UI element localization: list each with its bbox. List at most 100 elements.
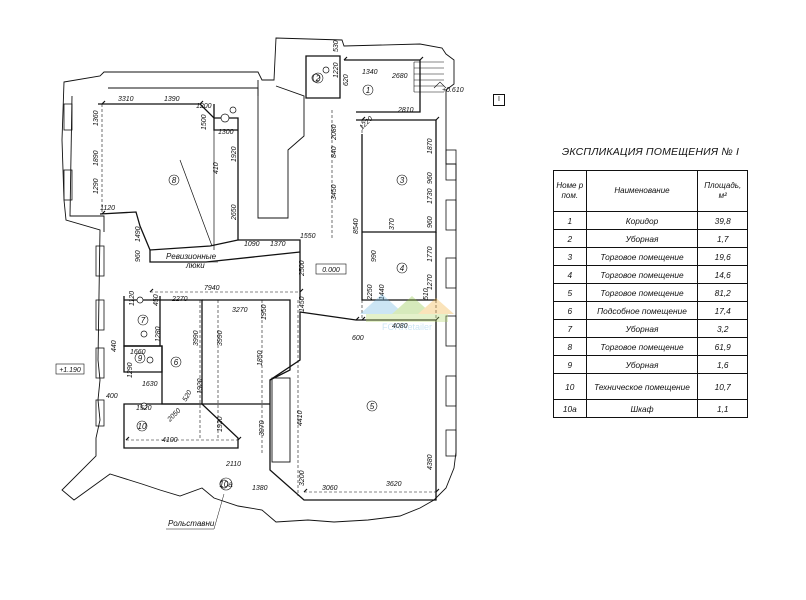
outer-walls [61, 37, 457, 523]
dim-label: 370 [389, 218, 396, 230]
cell-name: Торговое помещение [585, 337, 699, 356]
room-marker-9: 9 [134, 352, 146, 364]
cell-name: Техническое помещение [585, 373, 699, 400]
dim-label: 2650 [231, 204, 238, 221]
dim-label: 4410 [297, 410, 304, 426]
dim-label: 3990 [193, 330, 200, 346]
dim-label: 4380 [427, 454, 434, 470]
dim-label: 960 [135, 250, 142, 262]
dim-label: 1770 [427, 246, 434, 262]
cell-number: 4 [553, 265, 587, 284]
hatches-label: люки [185, 261, 205, 270]
dim-label: 450 [153, 294, 160, 306]
svg-text:0.000: 0.000 [322, 267, 340, 274]
dim-label: 1490 [135, 226, 142, 242]
left-windows [63, 103, 105, 427]
dim-label: 8540 [353, 218, 360, 234]
dim-label: 440 [111, 340, 118, 352]
cell-area: 61,9 [697, 337, 748, 356]
cell-name: Подсобное помещение [585, 301, 699, 320]
room-marker-8: 8 [168, 174, 180, 186]
dim-label: 7940 [204, 285, 220, 292]
dim-label: 1920 [231, 146, 238, 162]
cell-name: Коридор [585, 211, 699, 230]
cell-number: 10 [553, 373, 587, 400]
service-shaft [257, 80, 305, 463]
dim-label: 4080 [392, 323, 408, 330]
dim-label: 1370 [270, 241, 286, 248]
dim-label: 520 [182, 389, 194, 403]
dim-label: 840 [331, 146, 338, 158]
cell-number: 3 [553, 247, 587, 266]
dim-label: 1380 [252, 485, 268, 492]
dim-label: 3620 [386, 481, 402, 488]
room-marker-6: 6 [170, 356, 182, 368]
dim-label: 2810 [397, 107, 414, 114]
dim-label: 1220 [358, 115, 374, 131]
svg-text:5: 5 [370, 402, 375, 411]
dim-label: 3060 [322, 485, 338, 492]
cell-area: 1,1 [697, 399, 748, 418]
svg-text:7: 7 [141, 316, 146, 325]
cell-area: 1,7 [697, 229, 748, 248]
cell-area: 19,6 [697, 247, 748, 266]
dim-label: 620 [343, 74, 350, 86]
cell-number: 1 [553, 211, 587, 230]
dim-label: 1290 [127, 362, 134, 378]
cell-number: 5 [553, 283, 587, 302]
sanitary-fixtures [136, 66, 330, 489]
stairs [413, 61, 444, 93]
table-header-row: Номе р пом. Наименование Площадь, м² [553, 170, 748, 212]
dim-label: 530 [333, 40, 340, 52]
cell-name: Уборная [585, 229, 699, 248]
dimension-lines [101, 59, 437, 496]
room-marker-1: 1 [362, 84, 374, 96]
cell-area: 1,6 [697, 355, 748, 374]
cell-name: Уборная [585, 355, 699, 374]
dim-label: 1300 [218, 129, 234, 136]
level-center: 0.000 [315, 263, 347, 275]
dim-label: 3970 [259, 420, 266, 436]
dim-label: 1920 [217, 416, 224, 432]
revision-label: Ревизионные [166, 252, 217, 261]
right-windows [445, 149, 457, 457]
svg-text:+0.610: +0.610 [442, 87, 464, 94]
dim-label: 4100 [162, 437, 178, 444]
dim-label: 1520 [136, 405, 152, 412]
dim-label: 1850 [257, 350, 264, 366]
dim-label: 400 [106, 393, 118, 400]
dim-label: 2110 [225, 461, 241, 468]
room-marker-2: 2 [312, 72, 324, 84]
dim-label: 1340 [362, 69, 378, 76]
cell-number: 7 [553, 319, 587, 338]
shutters-label: Рольставни [168, 519, 215, 528]
room-marker-3: 3 [396, 174, 408, 186]
room-number-markers: 1 2 3 4 5 6 7 8 9 10 10а [134, 72, 408, 491]
dim-label: 1290 [93, 178, 100, 194]
dim-label: 1450 [299, 296, 306, 312]
explication-panel: ЭКСПЛИКАЦИЯ ПОМЕЩЕНИЯ № I Номе р пом. На… [553, 146, 748, 418]
header-area: Площадь, м² [697, 170, 748, 212]
dim-label: 1500 [201, 114, 208, 130]
hatch-lines [179, 130, 215, 250]
svg-text:2: 2 [315, 74, 321, 83]
cell-name: Шкаф [585, 399, 699, 418]
cell-number: 9 [553, 355, 587, 374]
dim-label: 1090 [244, 241, 260, 248]
dim-label: 3200 [299, 470, 306, 486]
sheet-number: I [493, 94, 505, 106]
cell-number: 8 [553, 337, 587, 356]
level-marks: +0.610 0.000 +1.190 [55, 81, 464, 375]
dim-label: 1890 [93, 150, 100, 166]
dim-label: 3310 [118, 96, 134, 103]
dim-label: 2050 [166, 407, 183, 424]
